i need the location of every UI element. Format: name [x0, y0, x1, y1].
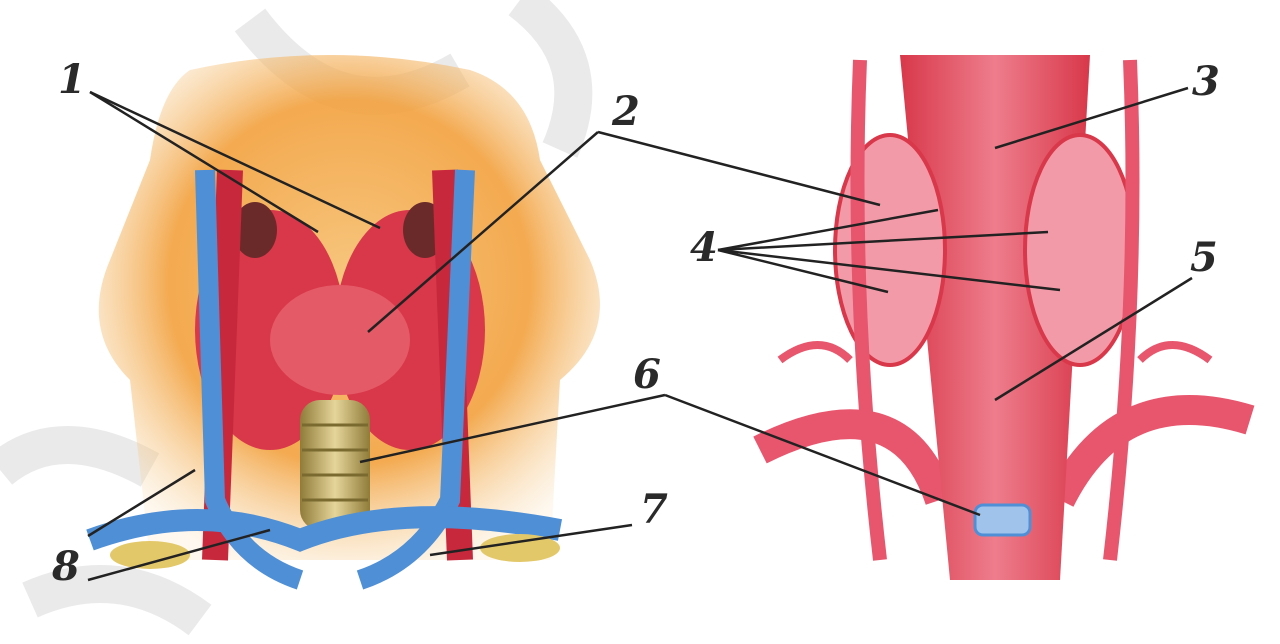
label-2: 2 [612, 88, 640, 135]
branch-right [1137, 341, 1213, 364]
leader-5 [994, 276, 1193, 402]
leader-6b [664, 393, 981, 517]
nerve-segment [973, 503, 1032, 537]
posterior-arches [753, 395, 1255, 507]
label-5: 5 [1190, 234, 1218, 281]
parathyroid-left [233, 202, 277, 258]
leader-4a [717, 208, 939, 252]
leader-7 [429, 523, 633, 557]
label-1: 1 [58, 56, 86, 103]
jugular-vein-right [356, 169, 475, 590]
label-3: 3 [1192, 58, 1220, 105]
leader-8b [87, 528, 271, 582]
label-8: 8 [52, 543, 80, 590]
trachea-rings [300, 400, 370, 530]
label-4: 4 [690, 224, 718, 271]
clavicle-left [110, 541, 190, 569]
leader-2a [367, 131, 599, 333]
thyroid-front-view [86, 55, 600, 590]
side-artery-right [1103, 59, 1140, 561]
jugular-vein-left [195, 169, 304, 590]
leader-2b [597, 130, 881, 207]
branch-left [777, 341, 853, 364]
leader-1a [89, 90, 319, 234]
leader-3 [994, 86, 1189, 150]
brachiocephalic-vein [86, 506, 563, 552]
leader-lines [87, 86, 1193, 582]
leader-4d [717, 248, 1061, 292]
leader-4c [717, 248, 889, 294]
leader-1b [89, 90, 381, 230]
label-6: 6 [633, 351, 661, 398]
thyroid-isthmus [270, 285, 410, 395]
clavicle-right [480, 534, 560, 562]
side-artery-left [850, 59, 887, 561]
thyroid-back-view [753, 55, 1255, 580]
leader-8a [87, 468, 196, 538]
label-7: 7 [640, 486, 668, 533]
leader-4b [717, 230, 1049, 252]
leader-6a [359, 393, 666, 464]
gland-right-posterior [1023, 133, 1137, 367]
